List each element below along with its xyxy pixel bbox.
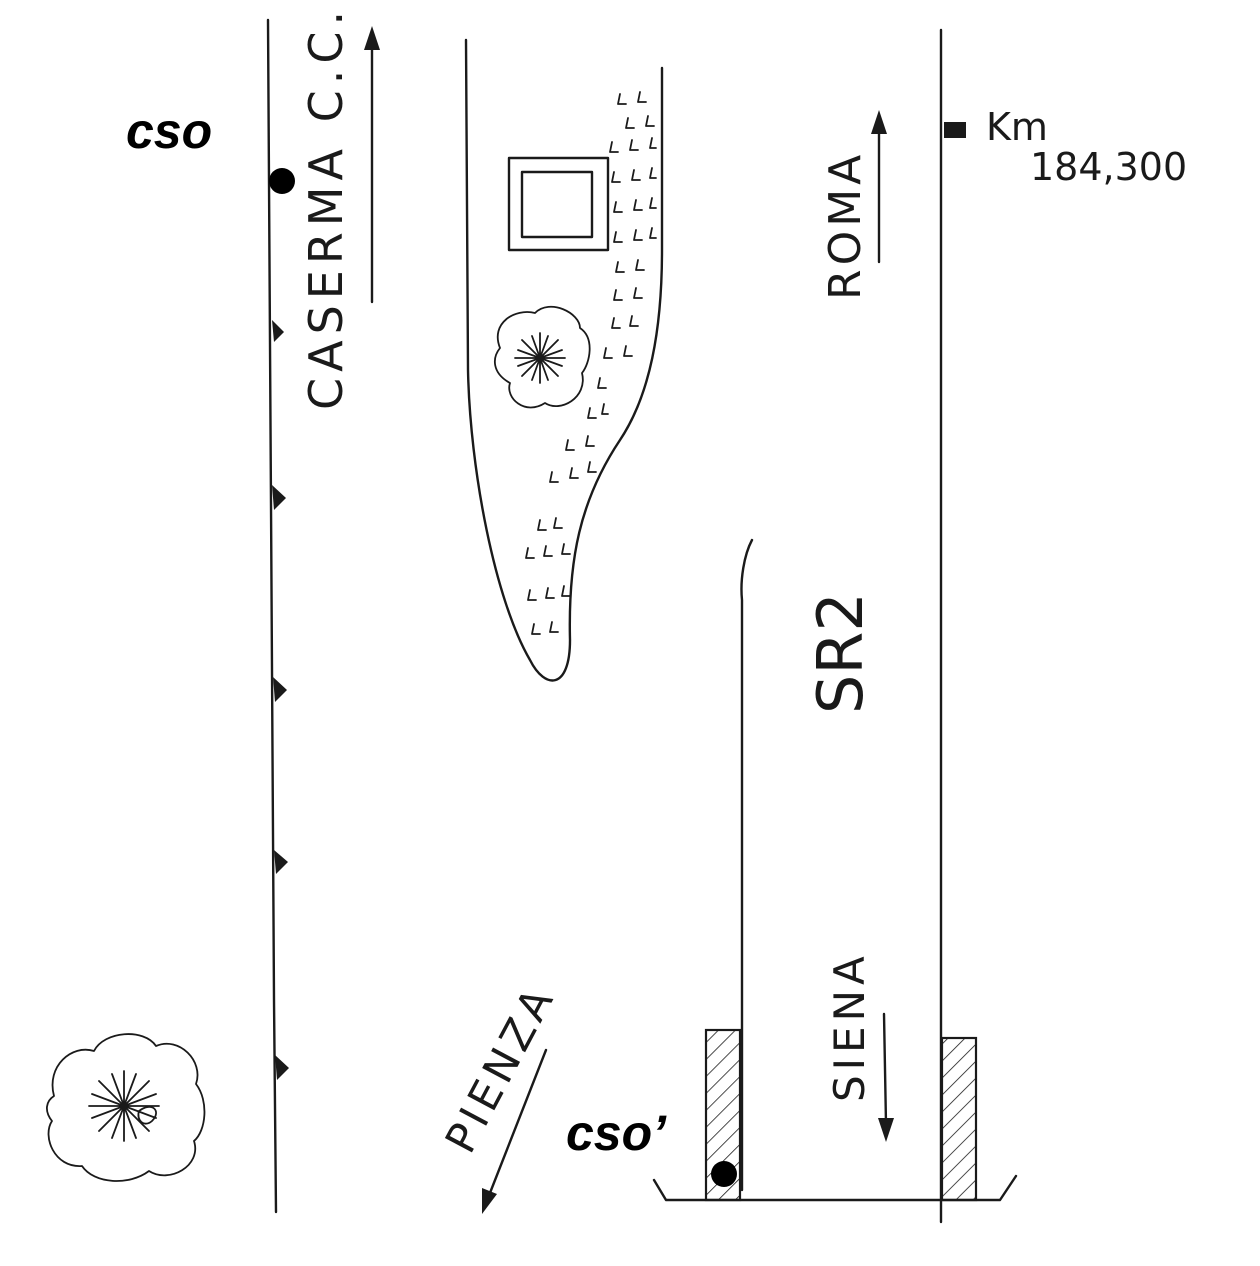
north-arrow-left-icon bbox=[364, 26, 380, 304]
hatched-curb-right bbox=[940, 1036, 978, 1202]
cso-point-marker-icon bbox=[269, 168, 295, 194]
fence-post bbox=[275, 1055, 289, 1080]
cso-prime-label: cso’ bbox=[566, 1105, 667, 1161]
south-arrow-icon bbox=[878, 1012, 894, 1142]
km-unit-label: Km bbox=[986, 105, 1048, 149]
bottom-crossing-line bbox=[652, 1174, 1018, 1202]
cso-prime-point-marker-icon bbox=[711, 1161, 737, 1187]
km-value-label: 184,300 bbox=[1030, 145, 1187, 189]
road-name-label: SR2 bbox=[804, 592, 877, 714]
fence-post bbox=[274, 850, 288, 874]
fence-post bbox=[272, 320, 284, 342]
tree-icon bbox=[494, 305, 591, 409]
left-road-edge bbox=[266, 18, 278, 1214]
km-marker-icon bbox=[944, 122, 966, 138]
southwest-arrow-icon bbox=[482, 1048, 548, 1214]
grass-marks bbox=[525, 91, 657, 635]
cso-label: cso bbox=[126, 103, 212, 159]
roma-label: ROMA bbox=[820, 151, 871, 300]
siena-label: SIENA bbox=[825, 951, 874, 1102]
fence-post bbox=[273, 677, 287, 702]
pienza-label: PIENZA bbox=[436, 976, 565, 1161]
traffic-island bbox=[464, 38, 664, 682]
north-arrow-right-icon bbox=[871, 110, 887, 264]
fence-post bbox=[272, 485, 286, 510]
fence-posts bbox=[272, 320, 289, 1080]
building-icon bbox=[507, 156, 610, 252]
median-line bbox=[740, 538, 754, 1192]
tree-icon bbox=[46, 1033, 206, 1182]
caserma-label: CASERMA C.C. bbox=[299, 5, 353, 410]
